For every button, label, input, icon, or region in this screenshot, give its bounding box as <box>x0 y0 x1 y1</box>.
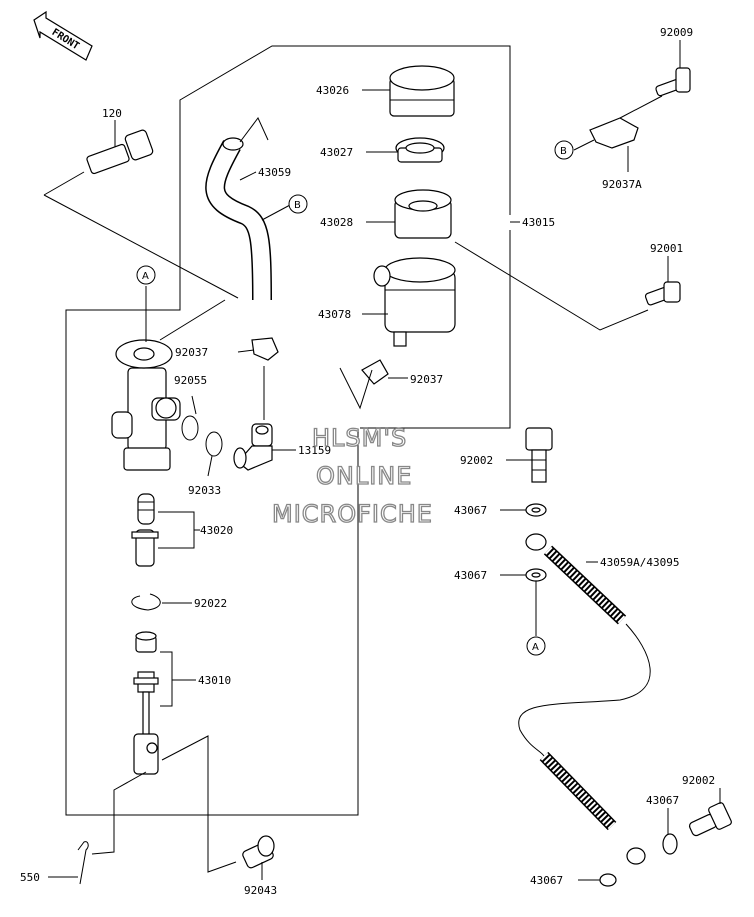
fitting-13159-icon <box>233 423 296 471</box>
assembly-outline <box>43 45 511 816</box>
banjo-bolt-92002-icon <box>506 427 553 483</box>
label-92037-upper: 92037 <box>175 346 208 359</box>
callout-b-clamp: B <box>554 140 574 160</box>
push-rod-43010-icon <box>91 631 237 873</box>
label-43059A-43095: 43059A/43095 <box>600 556 679 569</box>
label-13159: 13159 <box>298 444 331 457</box>
cotter-pin-550-icon <box>48 841 89 885</box>
hose-43059-icon <box>205 117 291 301</box>
label-92043: 92043 <box>244 884 277 897</box>
label-92009: 92009 <box>660 26 693 39</box>
washer-43067-lower-icon <box>500 568 547 636</box>
label-92022: 92022 <box>194 597 227 610</box>
label-43010: 43010 <box>198 674 231 687</box>
washer-43067-d-icon <box>578 873 617 887</box>
label-43067-lower: 43067 <box>454 569 487 582</box>
o-ring-92033-icon <box>205 431 223 477</box>
bolt-120-icon <box>86 120 154 175</box>
callout-a-bottom: A <box>526 636 546 656</box>
brake-hose-43059A-icon <box>518 533 651 865</box>
label-43067-upper: 43067 <box>454 504 487 517</box>
svg-text:B: B <box>560 146 567 157</box>
label-92002-lower: 92002 <box>682 774 715 787</box>
label-120: 120 <box>102 107 122 120</box>
watermark: HLSM'S ONLINE MICROFICHE <box>271 423 433 528</box>
clamp-92037A-icon <box>573 117 639 172</box>
label-43067-d: 43067 <box>530 874 563 887</box>
front-arrow-icon: FRONT <box>33 10 93 61</box>
label-92055: 92055 <box>174 374 207 387</box>
callout-a-top: A <box>136 265 156 285</box>
part-labels: 120 43026 43027 43059 43028 43015 43078 … <box>20 26 715 897</box>
banjo-bolt-92002-lower-icon <box>688 788 732 837</box>
label-92033: 92033 <box>188 484 221 497</box>
clamp-92037-icon <box>237 337 279 420</box>
label-92002-upper: 92002 <box>460 454 493 467</box>
washer-43067-upper-icon <box>500 503 547 517</box>
piston-43020-icon <box>131 493 200 567</box>
svg-text:A: A <box>532 642 539 653</box>
reservoir-43078-icon <box>362 257 456 347</box>
clamp-92037-right-icon <box>339 359 408 410</box>
label-43026: 43026 <box>316 84 349 97</box>
watermark-line-1: HLSM'S <box>312 424 407 452</box>
label-92037A: 92037A <box>602 178 642 191</box>
bolt-92009-icon <box>619 40 691 119</box>
label-550: 550 <box>20 871 40 884</box>
leader-92001 <box>454 241 649 331</box>
callout-b-hose: B <box>288 194 308 214</box>
label-43059: 43059 <box>258 166 291 179</box>
label-43015: 43015 <box>522 216 555 229</box>
label-43020: 43020 <box>200 524 233 537</box>
label-92001: 92001 <box>650 242 683 255</box>
svg-text:B: B <box>294 200 301 211</box>
master-cylinder-body-icon <box>111 286 181 471</box>
reservoir-cap-43026-icon <box>362 65 455 117</box>
o-ring-92055-icon <box>181 395 199 441</box>
pin-92043-icon <box>242 835 275 880</box>
watermark-line-2: ONLINE <box>316 462 412 490</box>
washer-43067-c-icon <box>662 808 678 855</box>
label-43067-c: 43067 <box>646 794 679 807</box>
watermark-line-3: MICROFICHE <box>272 500 433 528</box>
label-43078: 43078 <box>318 308 351 321</box>
svg-text:A: A <box>142 271 149 282</box>
bolt-92001-icon <box>644 256 681 306</box>
label-43027: 43027 <box>320 146 353 159</box>
circlip-92022-icon <box>131 593 192 611</box>
label-92037-right: 92037 <box>410 373 443 386</box>
label-43028: 43028 <box>320 216 353 229</box>
plate-43027-icon <box>366 137 445 163</box>
diaphragm-43028-icon <box>366 189 452 239</box>
